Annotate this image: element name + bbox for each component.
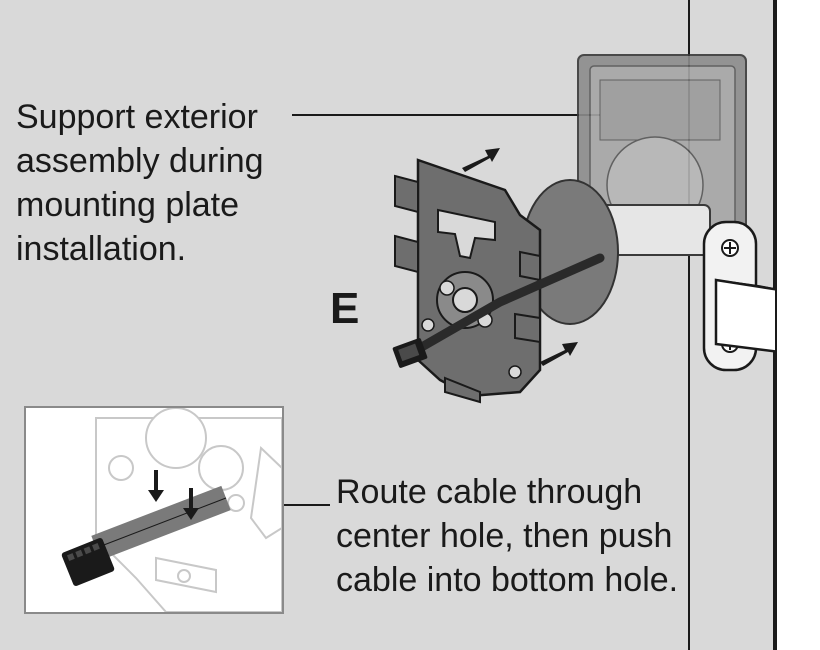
door-edge-line xyxy=(688,0,690,650)
inset-arrow-left xyxy=(148,470,164,502)
arrow-down-right xyxy=(540,342,578,366)
callout-line: cable into bottom hole. xyxy=(336,561,679,599)
latch-faceplate xyxy=(702,220,775,372)
callout-line: Route cable through xyxy=(336,473,643,511)
callout-line: Support exterior xyxy=(16,98,258,136)
callout-line: mounting plate xyxy=(16,186,240,224)
panel-border xyxy=(773,0,777,650)
arrow-up-right xyxy=(462,148,500,172)
callout-line: center hole, then push xyxy=(336,517,673,555)
callout-line: installation. xyxy=(16,230,187,268)
cable-connector xyxy=(392,338,428,368)
installation-illustration xyxy=(238,54,775,506)
step-letter: E xyxy=(330,284,360,333)
cable xyxy=(415,253,605,353)
cable-routing-detail xyxy=(61,408,282,612)
inset-arrow-right xyxy=(183,488,199,520)
support-callout: Support exterior assembly during mountin… xyxy=(16,95,264,271)
inset-connector xyxy=(61,537,115,587)
route-callout: Route cable through center hole, then pu… xyxy=(336,470,678,602)
mounting-plate xyxy=(394,158,542,404)
callout-line: assembly during xyxy=(16,142,264,180)
detail-inset xyxy=(24,406,284,614)
